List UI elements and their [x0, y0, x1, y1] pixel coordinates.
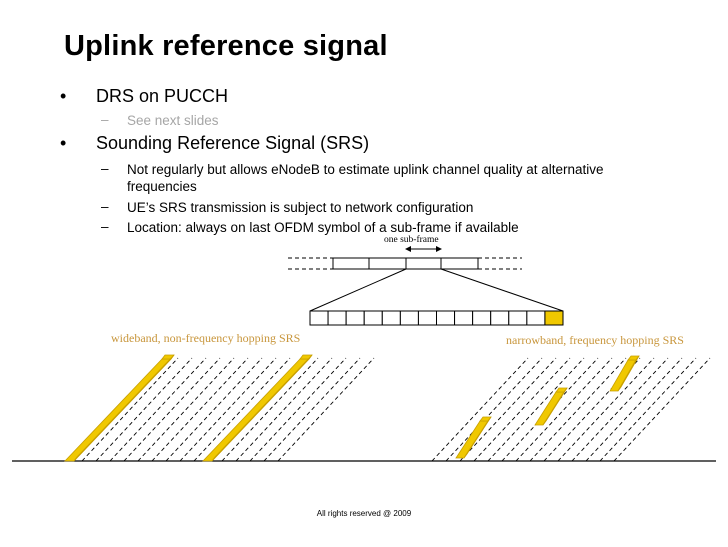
subframe-diagonal [487, 357, 585, 462]
subframe-diagonal [249, 357, 347, 462]
subframe-diagonal [473, 357, 571, 462]
srs-bar [534, 387, 568, 426]
subframe-diagonal [529, 357, 627, 462]
ofdm-symbol-cell [490, 310, 510, 326]
sub-bullet-symbol: – [101, 219, 109, 234]
ofdm-symbol-cell [399, 310, 419, 326]
subframe-diagonal [193, 357, 291, 462]
ofdm-symbol-cell [454, 310, 474, 326]
subframe-diagonal [151, 357, 249, 462]
ofdm-symbol-cell [417, 310, 437, 326]
ofdm-symbol-cell [363, 310, 383, 326]
subframe-diagonal [109, 357, 207, 462]
narrowband-label: narrowband, frequency hopping SRS [506, 333, 684, 347]
subframe-diagonal [137, 357, 235, 462]
ofdm-symbol-cell [345, 310, 365, 326]
bullet-symbol: • [60, 86, 67, 106]
srs-bar [202, 354, 313, 462]
sub-bullet-text-line1: Not regularly but allows eNodeB to estim… [127, 162, 604, 177]
sub-bullet-text: Location: always on last OFDM symbol of … [127, 220, 519, 235]
srs-bar [609, 355, 640, 392]
slide-title: Uplink reference signal [64, 30, 388, 62]
srs-bars [64, 354, 640, 462]
subframe-diagonal [445, 357, 543, 462]
subframe-diagonal [165, 357, 263, 462]
bullet-text: DRS on PUCCH [96, 86, 229, 106]
ofdm-symbol-row [309, 310, 564, 326]
ofdm-symbol-cell [508, 310, 528, 326]
sub-bullet-text-line2: frequencies [127, 179, 197, 194]
subframe-diagonal [571, 357, 669, 462]
sub-bullet-text: UE’s SRS transmission is subject to netw… [127, 200, 474, 215]
subframe-diagonal [613, 357, 711, 462]
subframe-diagonal [543, 357, 641, 462]
subframe-diagonal [431, 357, 529, 462]
srs-grid-right [431, 357, 711, 462]
ofdm-symbol-cell [309, 310, 329, 326]
sub-bullet-symbol: – [101, 112, 109, 127]
footer-copyright: All rights reserved @ 2009 [316, 509, 412, 518]
zoom-lines [309, 268, 564, 312]
ofdm-symbol-cell [526, 310, 546, 326]
highlighted-subframe [405, 257, 442, 270]
subframe-diagonal [123, 357, 221, 462]
ofdm-symbol-cell [472, 310, 492, 326]
subframe-label: one sub-frame [384, 235, 439, 245]
bullet-text: Sounding Reference Signal (SRS) [96, 133, 370, 153]
subframe-diagonal [277, 357, 375, 462]
ofdm-symbol-cell [381, 310, 401, 326]
subframe-diagonal [95, 357, 193, 462]
subframe-diagonal [179, 357, 277, 462]
srs-bar [64, 354, 175, 462]
subframe-diagonal [235, 357, 333, 462]
sub-bullet-symbol: – [101, 199, 109, 214]
ofdm-symbol-cell [436, 310, 456, 326]
srs-bar [455, 416, 492, 459]
srs-symbol-cell [544, 310, 564, 326]
subframe-diagonal [81, 357, 179, 462]
subframe-diagonal [459, 357, 557, 462]
wideband-label: wideband, non-frequency hopping SRS [111, 331, 301, 345]
subframe-diagonal [263, 357, 361, 462]
subframe-diagonal [599, 357, 697, 462]
subframe-diagonal [557, 357, 655, 462]
sub-bullet-symbol: – [101, 161, 109, 176]
frame-row [288, 257, 522, 270]
sub-bullet-text: See next slides [127, 113, 219, 128]
bullet-symbol: • [60, 133, 67, 153]
subframe-diagonal [515, 357, 613, 462]
subframe-diagonal [221, 357, 319, 462]
subframe-diagonal [585, 357, 683, 462]
ofdm-symbol-cell [327, 310, 347, 326]
